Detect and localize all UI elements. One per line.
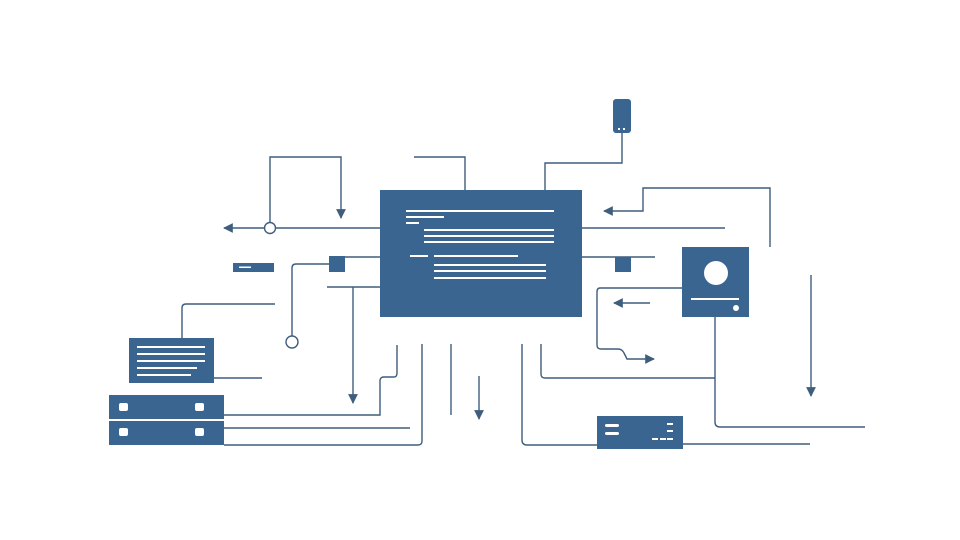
- connector-document: [181, 303, 275, 338]
- node-bar-left-line: [239, 266, 251, 268]
- connector-phone: [544, 133, 623, 190]
- server-rack-icon: [109, 395, 224, 445]
- connector-server-1: [224, 345, 398, 416]
- user-profile-card-icon: [682, 247, 749, 317]
- node-bar-left: [233, 263, 274, 272]
- connector-profile-bracket: [596, 287, 682, 364]
- connector-server-3: [224, 344, 423, 446]
- mobile-phone-icon: [613, 99, 631, 133]
- document-icon: [129, 338, 214, 383]
- connector-device-2: [540, 344, 715, 379]
- node-square-left: [329, 256, 345, 272]
- connector-device-1: [521, 344, 597, 446]
- connector-right-top: [603, 187, 771, 247]
- connector-left-circle: [291, 263, 329, 336]
- code-window-icon: [380, 190, 582, 317]
- node-circle-lower: [285, 335, 299, 349]
- connector-top-stub: [414, 156, 466, 190]
- connector-profile-down: [714, 317, 865, 428]
- node-circle-left: [263, 221, 277, 235]
- connector-lines: [181, 133, 865, 446]
- connector-top-left-bracket: [269, 156, 346, 228]
- network-device-icon: [597, 416, 683, 449]
- node-square-right: [615, 257, 631, 272]
